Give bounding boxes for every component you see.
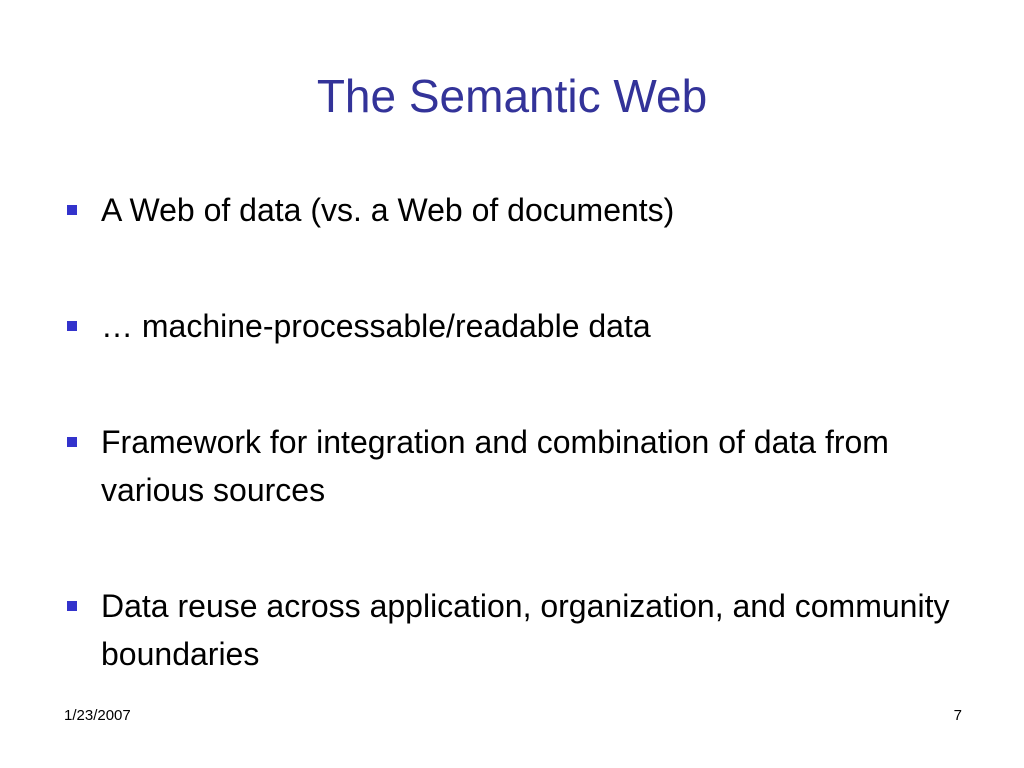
square-bullet-icon xyxy=(67,321,77,331)
footer-date: 1/23/2007 xyxy=(64,707,131,724)
square-bullet-icon xyxy=(67,601,77,611)
page-number: 7 xyxy=(953,707,962,724)
bullet-text: A Web of data (vs. a Web of documents) xyxy=(101,192,675,228)
bullet-list: A Web of data (vs. a Web of documents) …… xyxy=(64,186,974,746)
bullet-item: Data reuse across application, organizat… xyxy=(64,582,974,678)
bullet-text: Framework for integration and combinatio… xyxy=(101,424,889,508)
bullet-text: … machine-processable/readable data xyxy=(101,308,651,344)
square-bullet-icon xyxy=(67,437,77,447)
bullet-item: Framework for integration and combinatio… xyxy=(64,418,974,514)
bullet-item: … machine-processable/readable data xyxy=(64,302,974,350)
bullet-text: Data reuse across application, organizat… xyxy=(101,588,950,672)
bullet-item: A Web of data (vs. a Web of documents) xyxy=(64,186,974,234)
slide-title: The Semantic Web xyxy=(316,70,708,122)
square-bullet-icon xyxy=(67,205,77,215)
